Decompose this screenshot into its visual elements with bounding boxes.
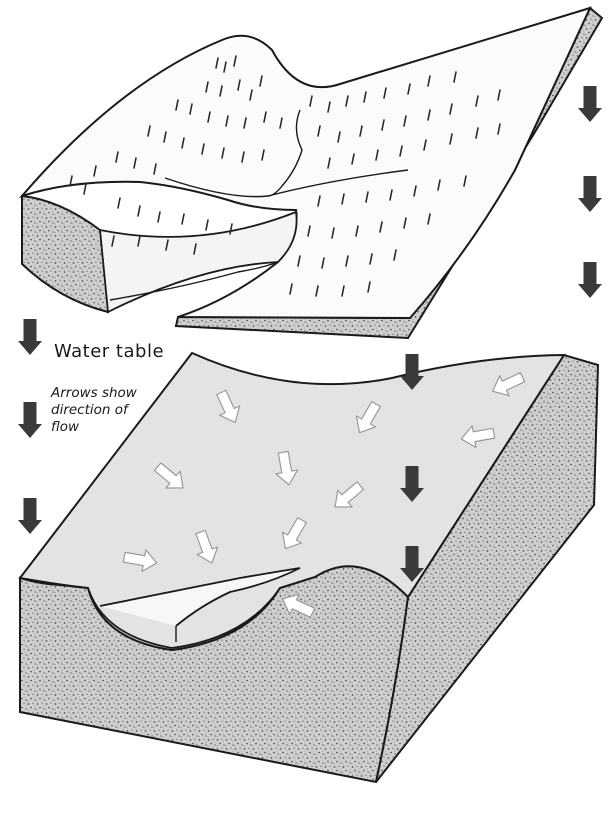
land-block-left-face [22,196,109,312]
flow-note-line: Arrows show [51,385,191,402]
down-arrow-icon [18,498,42,534]
flow-note-line: direction of [51,402,191,419]
land-surface-block [22,8,602,338]
water-table-label: Water table [54,341,164,362]
down-arrow-icon [578,262,602,298]
down-arrow-icon [18,402,42,438]
down-arrow-icon [578,86,602,122]
down-arrow-icon [18,319,42,355]
down-arrow-icon [578,176,602,212]
flow-note-line: flow [51,419,191,436]
flow-direction-note: Arrows show direction of flow [51,385,191,436]
